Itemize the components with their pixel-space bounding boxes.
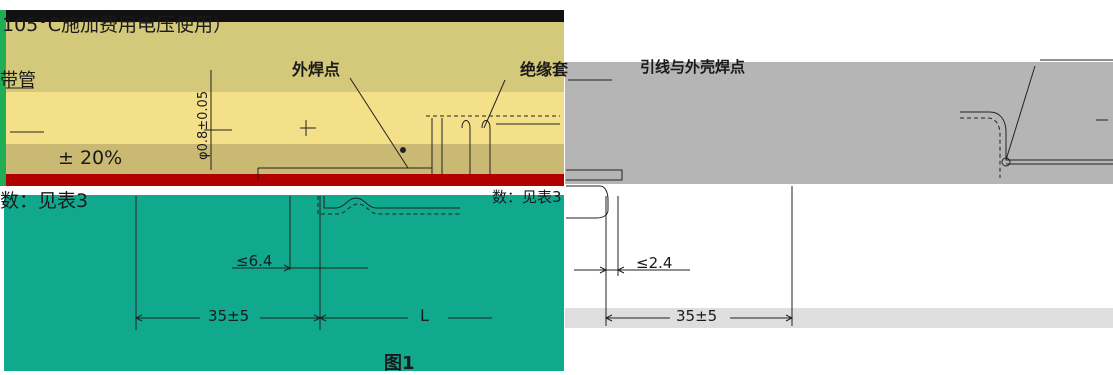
body-crimp-1 — [461, 120, 471, 174]
right-body-curve — [960, 111, 1113, 161]
upper-left-top-strip — [4, 10, 564, 22]
upper-left-lower-band — [4, 144, 564, 174]
body-crimp-2 — [481, 120, 491, 174]
weld-dot — [400, 147, 406, 153]
dim-gap-right: ≤2.4 — [636, 254, 673, 272]
right-lead-end — [566, 169, 623, 181]
lead-shell-weld-label: 引线与外壳焊点 — [640, 58, 746, 76]
teal-panel — [4, 195, 564, 371]
leader-outer-weld — [349, 77, 409, 169]
upper-left-highlight-band — [4, 92, 564, 144]
right-leader — [1005, 65, 1036, 161]
right-lower-body — [566, 185, 609, 219]
left-label: 带管 — [0, 70, 36, 91]
title-fragment: 105°C施加费用电压使用） — [2, 14, 233, 36]
side-note: 数：见表3 — [492, 188, 562, 206]
leader-insulation — [483, 79, 506, 129]
body-lower — [323, 196, 460, 209]
insulation-label: 绝缘套 — [520, 60, 569, 79]
right-body-dash — [960, 117, 1001, 178]
dim-lead-gap: ≤6.4 — [236, 252, 273, 270]
right-gray-bottom-strip — [565, 308, 1113, 328]
tolerance-label: ± 20% — [58, 147, 123, 169]
body-lower-dash — [317, 196, 460, 215]
footnote: 数：见表3 — [0, 190, 89, 212]
body-left-wall — [431, 118, 443, 174]
dim-body-length: L — [420, 306, 429, 325]
outer-weld-point-label: 外焊点 — [292, 60, 341, 79]
figure-caption: 图1 — [384, 353, 415, 374]
red-bar — [4, 174, 564, 186]
dim-lead-length-left: 35±5 — [208, 307, 250, 325]
left-edge-green — [0, 10, 6, 186]
arrow-gap — [283, 264, 292, 272]
dim-lead-length-right: 35±5 — [676, 307, 718, 325]
right-weld — [1001, 157, 1011, 167]
